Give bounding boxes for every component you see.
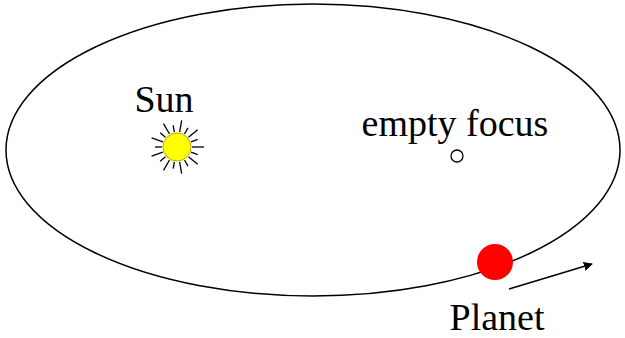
sun-ray (191, 139, 198, 141)
sun-ray (188, 157, 197, 165)
sun-ray (192, 146, 204, 147)
sun-ray (191, 152, 198, 154)
motion-arrow (509, 264, 592, 289)
sun-ray (164, 160, 170, 170)
sun-ray (164, 124, 170, 134)
planet-disc (477, 244, 513, 280)
sun-ray (173, 162, 174, 169)
sun-ray (180, 162, 182, 174)
sun-ray (160, 157, 165, 161)
sun-ray (152, 138, 163, 142)
focus-label: empty focus (362, 104, 549, 142)
sun-label: Sun (134, 80, 193, 118)
sun-ray (188, 130, 197, 138)
sun-ray (185, 160, 189, 166)
sun-ray (185, 128, 189, 134)
sun-ray (173, 125, 174, 132)
sun-ray (155, 146, 162, 147)
sun-disc (163, 133, 191, 161)
sun-ray (160, 133, 165, 137)
empty-focus-point (451, 150, 463, 162)
planet-label: Planet (450, 298, 545, 336)
orbit-ellipse (6, 4, 620, 296)
sun-ray (152, 152, 163, 156)
sun-rays (152, 120, 204, 173)
sun-ray (180, 120, 182, 132)
